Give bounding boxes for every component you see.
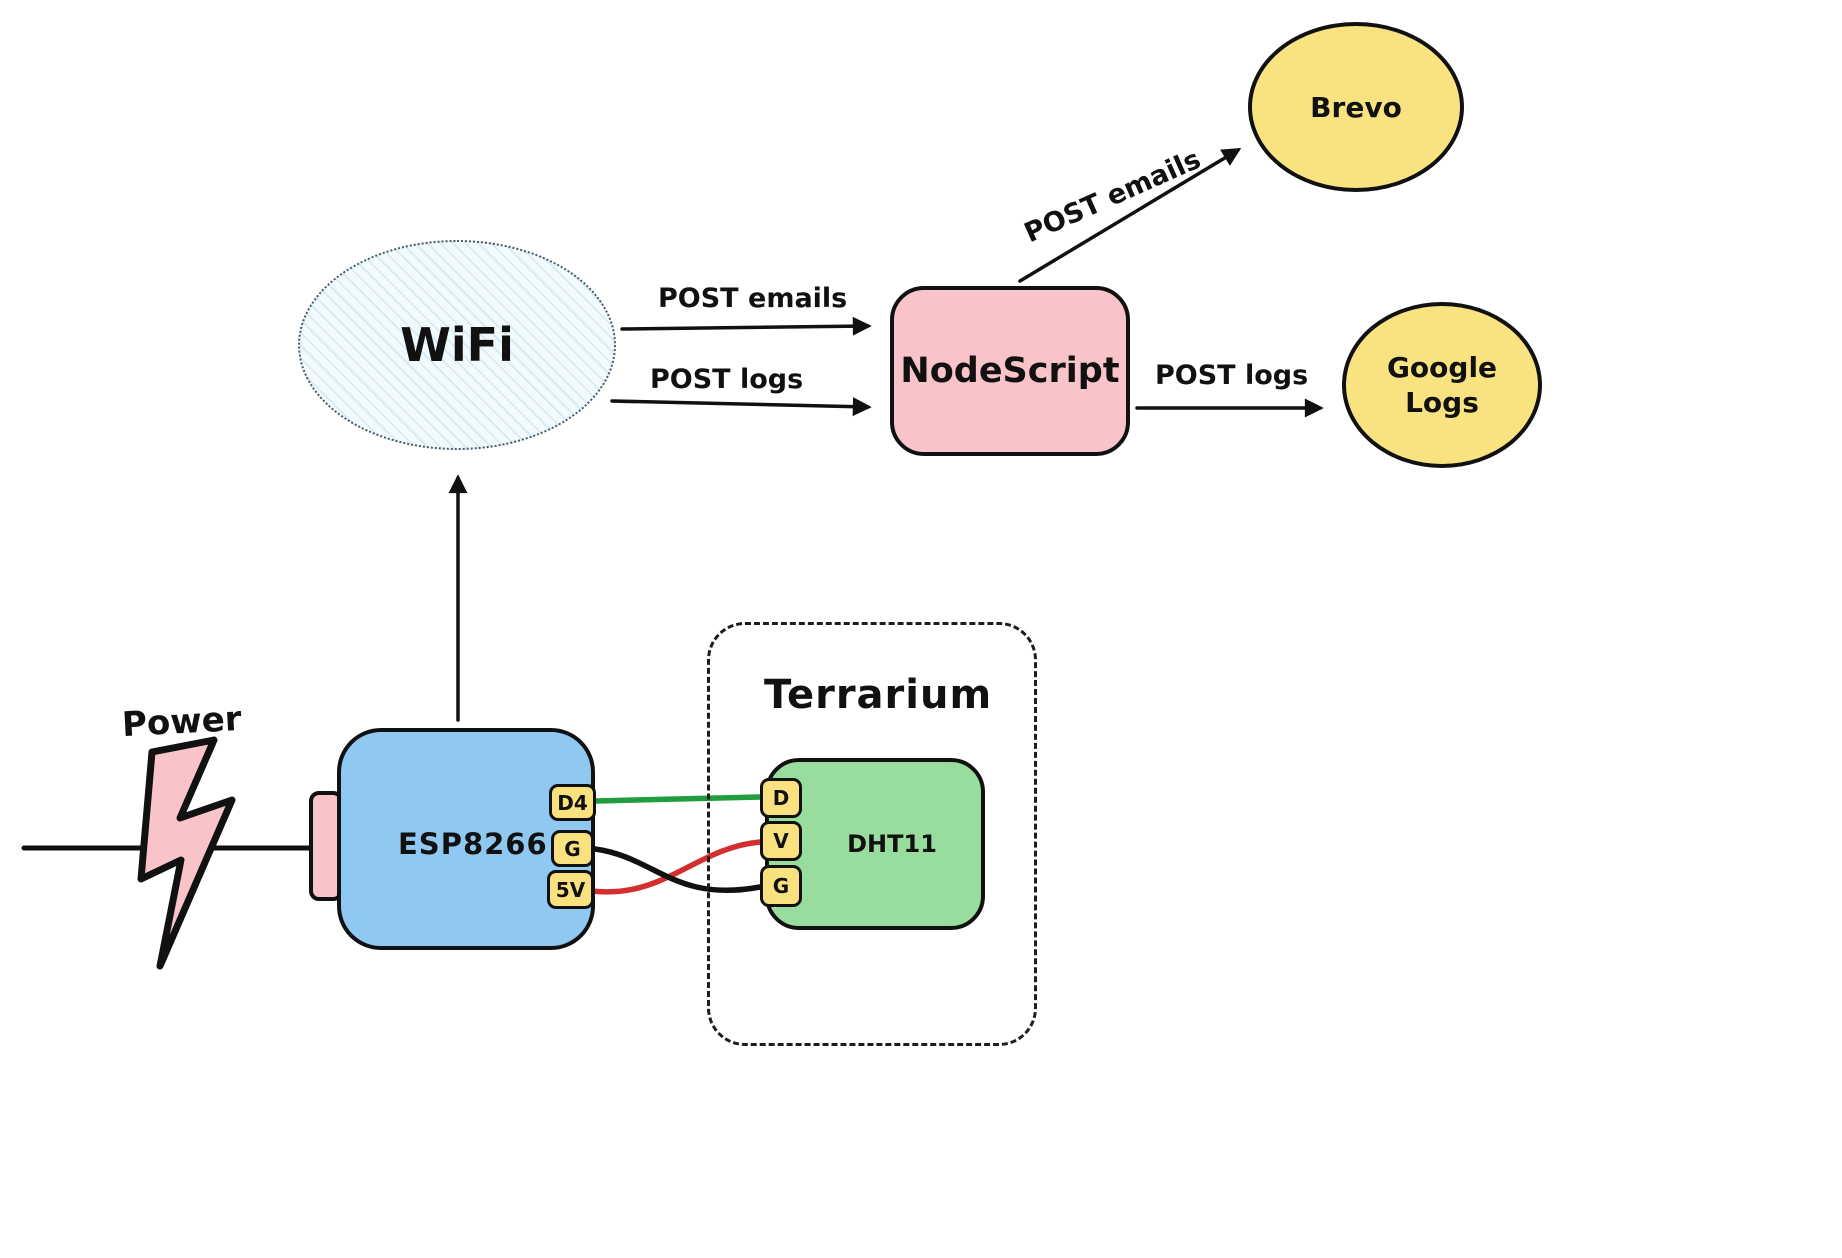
nodescript-to-brevo-arrow [1018,148,1242,283]
dht-pin-g: G [760,865,802,907]
nodescript-label: NodeScript [900,351,1120,391]
wifi-to-nodescript-logs-arrow [610,397,872,417]
edge-label-post-logs-google: POST logs [1155,360,1309,391]
lightning-bolt-icon [137,736,236,970]
brevo-label: Brevo [1310,90,1402,124]
brevo-node: Brevo [1248,22,1464,192]
esp-pin-g: G [551,830,594,867]
google-logs-label-line2: Logs [1405,386,1479,419]
wire-g-to-g [592,846,763,894]
wire-d4-to-d [593,794,763,804]
edge-label-post-logs-wifi: POST logs [650,364,804,395]
esp-pin-d4: D4 [549,784,596,821]
esp8266-label: ESP8266 [398,827,548,861]
wire-5v-to-v [589,839,763,895]
dht-pin-v: V [760,821,802,861]
terrarium-title: Terrarium [764,672,993,718]
google-logs-node: Google Logs [1342,302,1542,468]
nodescript-node: NodeScript [890,286,1130,456]
wifi-label: WiFi [400,318,514,372]
power-label: Power [121,698,243,746]
esp-pin-5v: 5V [547,870,594,909]
wifi-to-nodescript-emails-arrow [620,316,872,336]
dht-pin-d: D [760,778,802,818]
edge-label-post-emails-wifi: POST emails [658,283,848,314]
google-logs-label-line1: Google [1386,351,1498,384]
terrarium-group [707,622,1037,1046]
dht11-label: DHT11 [847,830,937,858]
wifi-node: WiFi [298,240,616,450]
